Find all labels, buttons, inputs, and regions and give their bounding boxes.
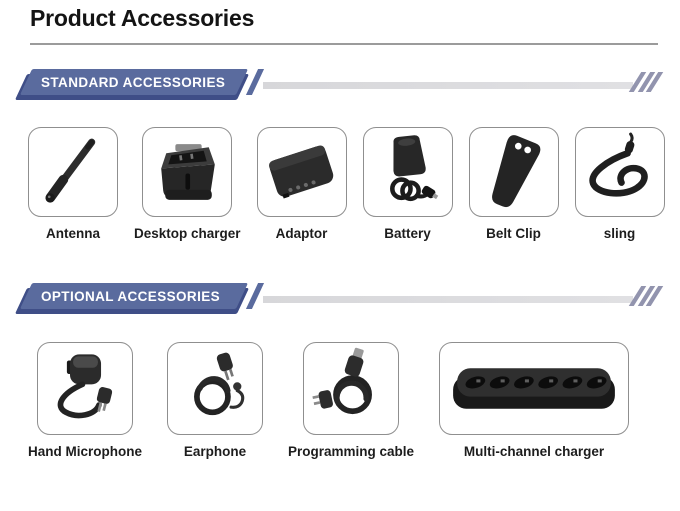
product-label: Antenna bbox=[46, 226, 100, 241]
product-sling: sling bbox=[574, 127, 665, 241]
product-card bbox=[574, 127, 665, 217]
standard-accessories-row: Antenna Desktop charger bbox=[28, 127, 665, 241]
battery-photo bbox=[389, 135, 438, 202]
triple-slash-icon bbox=[628, 286, 663, 306]
sling-photo bbox=[588, 132, 648, 197]
product-adaptor: Adaptor bbox=[256, 127, 347, 241]
product-label: Belt Clip bbox=[486, 226, 541, 241]
product-multi-channel-charger: Multi-channel charger bbox=[439, 342, 630, 459]
product-card bbox=[256, 127, 347, 217]
product-desktop-charger: Desktop charger bbox=[134, 127, 241, 241]
product-card bbox=[142, 127, 233, 217]
product-card bbox=[362, 127, 453, 217]
optional-accessories-row: Hand Microphone Earphone bbox=[28, 342, 630, 459]
section-header-optional: OPTIONAL ACCESSORIES bbox=[0, 283, 680, 317]
product-label: Hand Microphone bbox=[28, 444, 142, 459]
antenna-photo bbox=[45, 138, 96, 203]
earphone-photo bbox=[194, 352, 245, 415]
product-earphone: Earphone bbox=[167, 342, 263, 459]
page-title: Product Accessories bbox=[30, 5, 255, 31]
product-antenna: Antenna bbox=[28, 127, 118, 241]
product-label: Battery bbox=[384, 226, 431, 241]
programming-cable-photo bbox=[312, 347, 372, 414]
product-label: Desktop charger bbox=[134, 226, 241, 241]
product-label: Earphone bbox=[183, 444, 247, 459]
hand-microphone-photo bbox=[57, 353, 113, 418]
product-card bbox=[28, 127, 118, 217]
desktop-charger-photo bbox=[161, 144, 216, 200]
product-label: Adaptor bbox=[275, 226, 328, 241]
section-banner-standard-label: STANDARD ACCESSORIES bbox=[41, 75, 226, 90]
banner-ribbon-tail bbox=[245, 283, 265, 309]
product-card bbox=[167, 342, 263, 435]
header-rule-bar bbox=[263, 82, 633, 89]
product-label: sling bbox=[603, 226, 636, 241]
triple-slash-icon bbox=[628, 72, 663, 92]
product-card bbox=[37, 342, 133, 435]
belt-clip-photo bbox=[491, 135, 540, 208]
product-card bbox=[303, 342, 400, 435]
header-rule-bar bbox=[263, 296, 633, 303]
product-hand-microphone: Hand Microphone bbox=[28, 342, 142, 459]
product-label: Multi-channel charger bbox=[463, 444, 605, 459]
title-divider bbox=[30, 43, 658, 45]
product-belt-clip: Belt Clip bbox=[468, 127, 559, 241]
adaptor-photo bbox=[268, 145, 333, 199]
banner-ribbon-tail bbox=[245, 69, 265, 95]
section-banner-optional-label: OPTIONAL ACCESSORIES bbox=[41, 289, 221, 304]
product-card bbox=[439, 342, 630, 435]
product-programming-cable: Programming cable bbox=[288, 342, 414, 459]
product-card bbox=[468, 127, 559, 217]
product-battery: Battery bbox=[362, 127, 453, 241]
product-label: Programming cable bbox=[288, 444, 415, 459]
multi-channel-charger-photo bbox=[453, 367, 615, 409]
section-header-standard: STANDARD ACCESSORIES bbox=[0, 69, 680, 103]
